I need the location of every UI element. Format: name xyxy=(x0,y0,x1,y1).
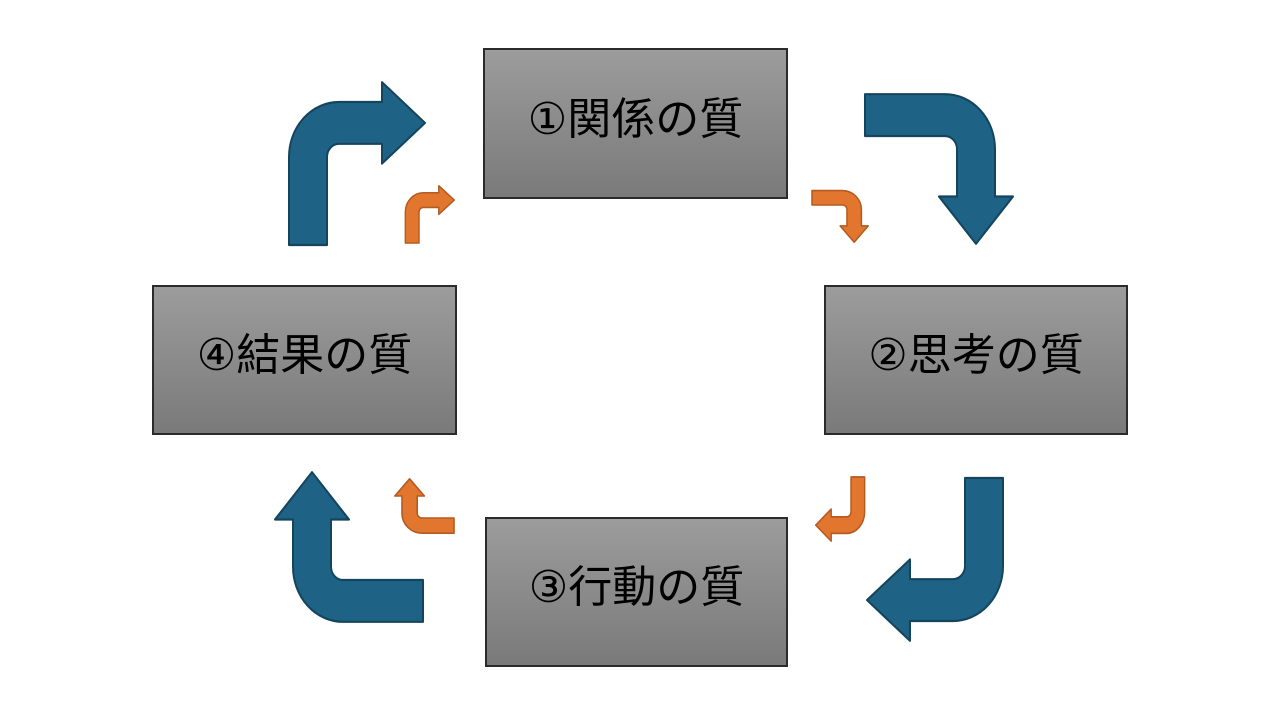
node-quality-of-action: ③行動の質 xyxy=(485,517,788,667)
node-label: ④結果の質 xyxy=(196,330,413,381)
blue-bent-arrow-thinking-to-action-icon xyxy=(865,476,1005,642)
orange-bent-arrow-relationships-to-thinking-icon xyxy=(811,189,869,244)
node-quality-of-relationships: ①関係の質 xyxy=(483,48,788,199)
node-label: ②思考の質 xyxy=(868,330,1084,381)
orange-bent-arrow-action-to-results-icon xyxy=(393,477,455,535)
orange-bent-arrow-thinking-to-action-icon xyxy=(814,476,866,542)
node-quality-of-results: ④結果の質 xyxy=(152,285,457,435)
node-label: ①関係の質 xyxy=(527,93,744,145)
node-label: ③行動の質 xyxy=(528,562,745,613)
blue-bent-arrow-relationships-to-thinking-icon xyxy=(863,93,1015,245)
orange-bent-arrow-results-to-relationships-icon xyxy=(404,184,456,244)
node-quality-of-thinking: ②思考の質 xyxy=(824,285,1128,435)
